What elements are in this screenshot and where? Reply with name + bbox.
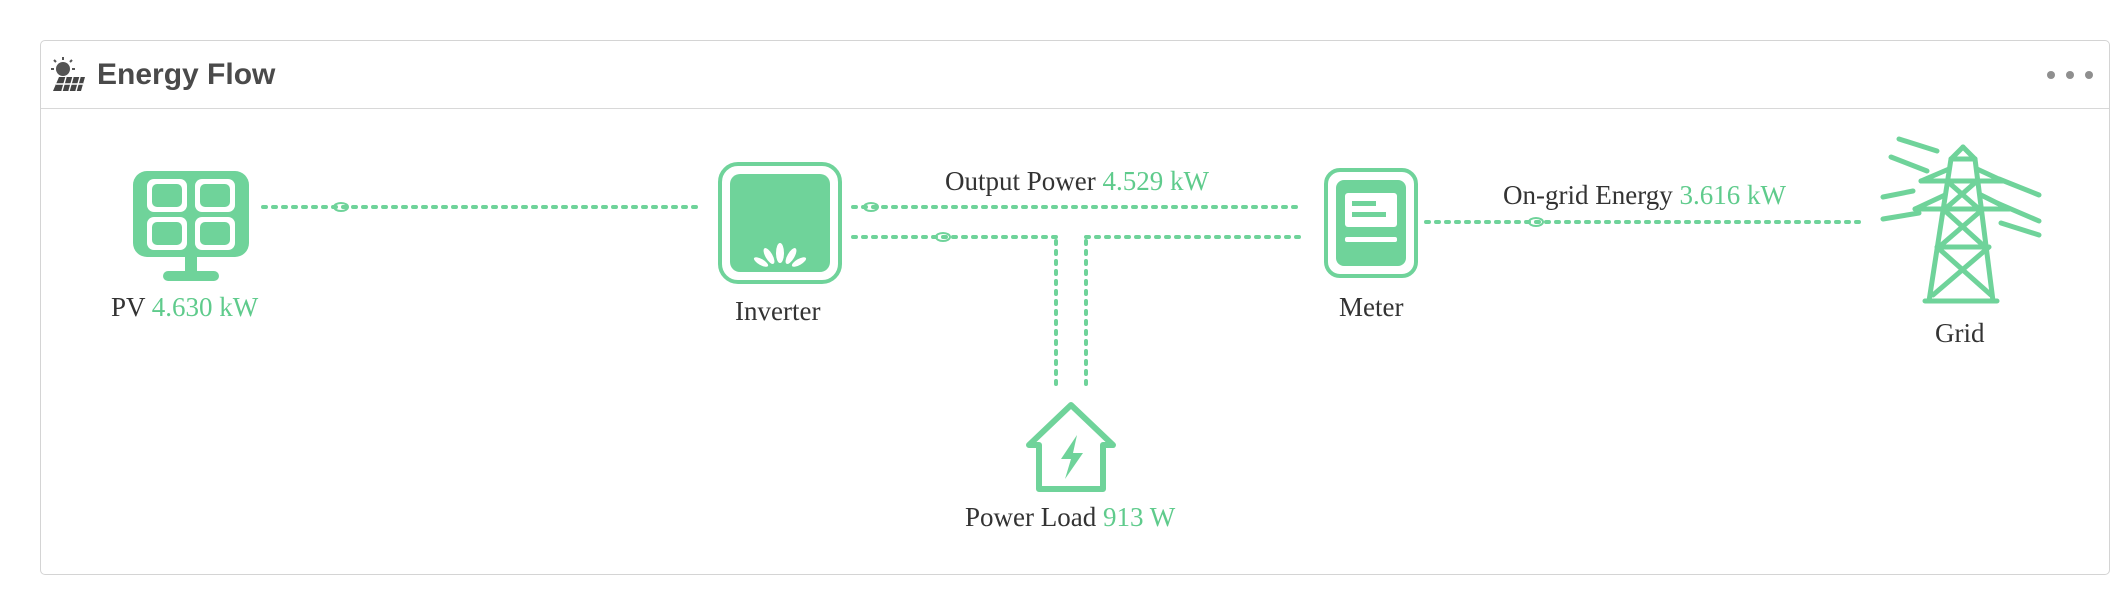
power-load-value: 913 W	[1102, 502, 1176, 532]
output-power-name: Output Power	[945, 166, 1096, 196]
pv-value: 4.630 kW	[151, 292, 259, 322]
inverter-icon	[718, 162, 842, 284]
energy-flow-panel: Energy Flow	[40, 40, 2110, 575]
output-power-label: Output Power 4.529 kW	[945, 165, 1209, 197]
inverter-name: Inverter	[735, 296, 821, 326]
pv-name: PV	[111, 292, 146, 322]
panel-header: Energy Flow	[41, 41, 2109, 109]
power-tower-icon	[1880, 136, 2042, 304]
inverter-label: Inverter	[735, 295, 820, 327]
meter-icon	[1324, 168, 1418, 278]
power-load-name: Power Load	[965, 502, 1097, 532]
more-options-button[interactable]	[2045, 59, 2095, 89]
pv-label: PV 4.630 kW	[111, 291, 258, 323]
solar-panel-icon	[133, 171, 249, 281]
sun-solar-panel-icon	[51, 57, 85, 92]
more-dots-icon	[2047, 71, 2055, 79]
grid-label: Grid	[1935, 317, 1985, 349]
flow-lines	[261, 202, 1865, 386]
on-grid-energy-name: On-grid Energy	[1503, 180, 1673, 210]
panel-title: Energy Flow	[97, 58, 276, 91]
meter-name: Meter	[1339, 292, 1404, 322]
meter-label: Meter	[1339, 291, 1403, 323]
power-load-label: Power Load 913 W	[965, 501, 1175, 533]
output-power-value: 4.529 kW	[1102, 166, 1209, 196]
on-grid-energy-value: 3.616 kW	[1679, 180, 1786, 210]
house-bolt-icon	[1026, 402, 1116, 492]
grid-name: Grid	[1935, 318, 1985, 348]
on-grid-energy-label: On-grid Energy 3.616 kW	[1503, 179, 1786, 211]
